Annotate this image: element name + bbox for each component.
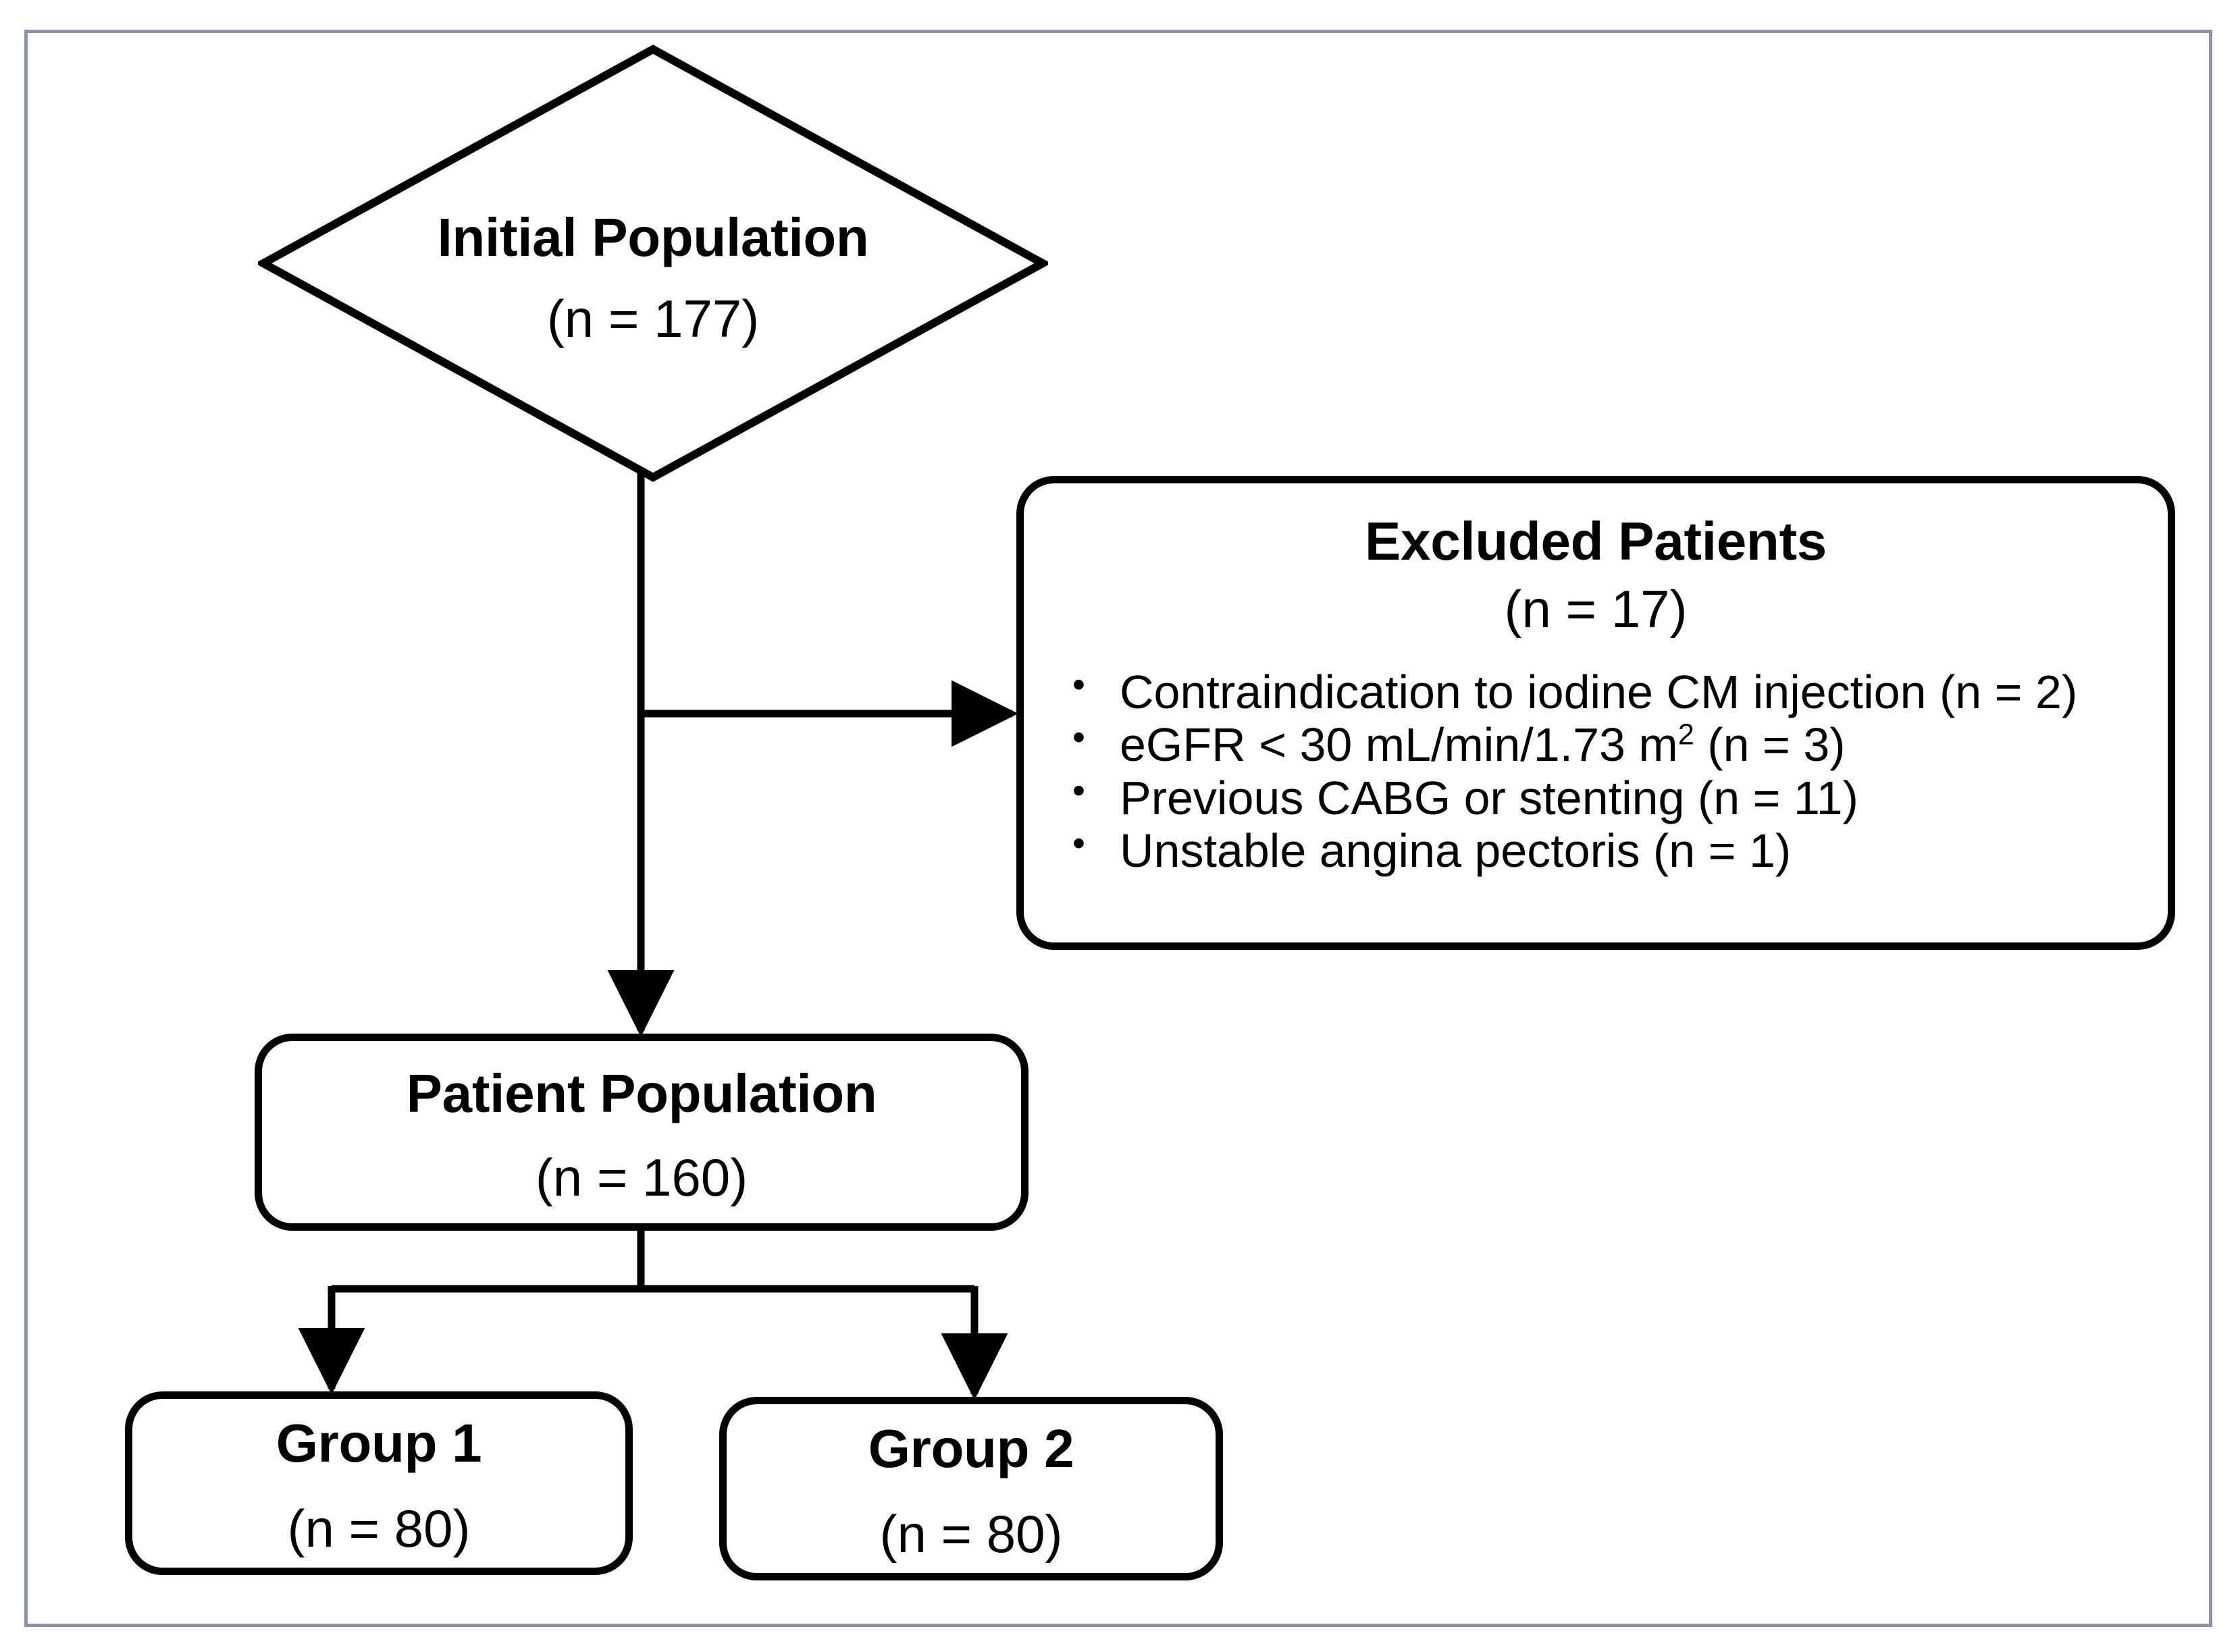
node-initial-population[interactable]: Initial Population (n = 177) [258,44,1048,483]
node-group-1[interactable]: Group 1 (n = 80) [125,1391,633,1575]
list-item: Previous CABG or stenting (n = 11) [1063,770,2168,824]
group-2-count: (n = 80) [879,1504,1063,1564]
egfr-text-before: eGFR < 30 mL/min/1.73 m [1120,718,1678,772]
node-excluded-patients[interactable]: Excluded Patients (n = 17) Contraindicat… [1016,476,2175,950]
list-item: Contraindication to iodine CM injection … [1063,664,2168,718]
group-1-count: (n = 80) [287,1499,471,1559]
group-2-title: Group 2 [868,1418,1074,1479]
diamond-shape [258,45,1048,482]
egfr-superscript: 2 [1677,718,1694,751]
initial-population-count: (n = 177) [546,289,760,348]
excluded-criteria-list: Contraindication to iodine CM injection … [1024,664,2168,878]
node-group-2[interactable]: Group 2 (n = 80) [719,1397,1223,1580]
excluded-patients-count: (n = 17) [1504,579,1688,639]
figure-frame: Initial Population (n = 177) Excluded Pa… [24,30,2212,1627]
patient-population-count: (n = 160) [535,1148,748,1208]
excluded-patients-title: Excluded Patients [1364,511,1827,571]
group-1-title: Group 1 [276,1413,482,1474]
egfr-text-after: (n = 3) [1694,718,1846,772]
patient-population-title: Patient Population [406,1063,877,1124]
list-item: Unstable angina pectoris (n = 1) [1063,823,2168,877]
node-patient-population[interactable]: Patient Population (n = 160) [255,1034,1028,1231]
initial-population-title: Initial Population [437,207,869,267]
flowchart-canvas: Initial Population (n = 177) Excluded Pa… [28,33,2209,1624]
list-item: eGFR < 30 mL/min/1.73 m2 (n = 3) [1063,717,2168,772]
